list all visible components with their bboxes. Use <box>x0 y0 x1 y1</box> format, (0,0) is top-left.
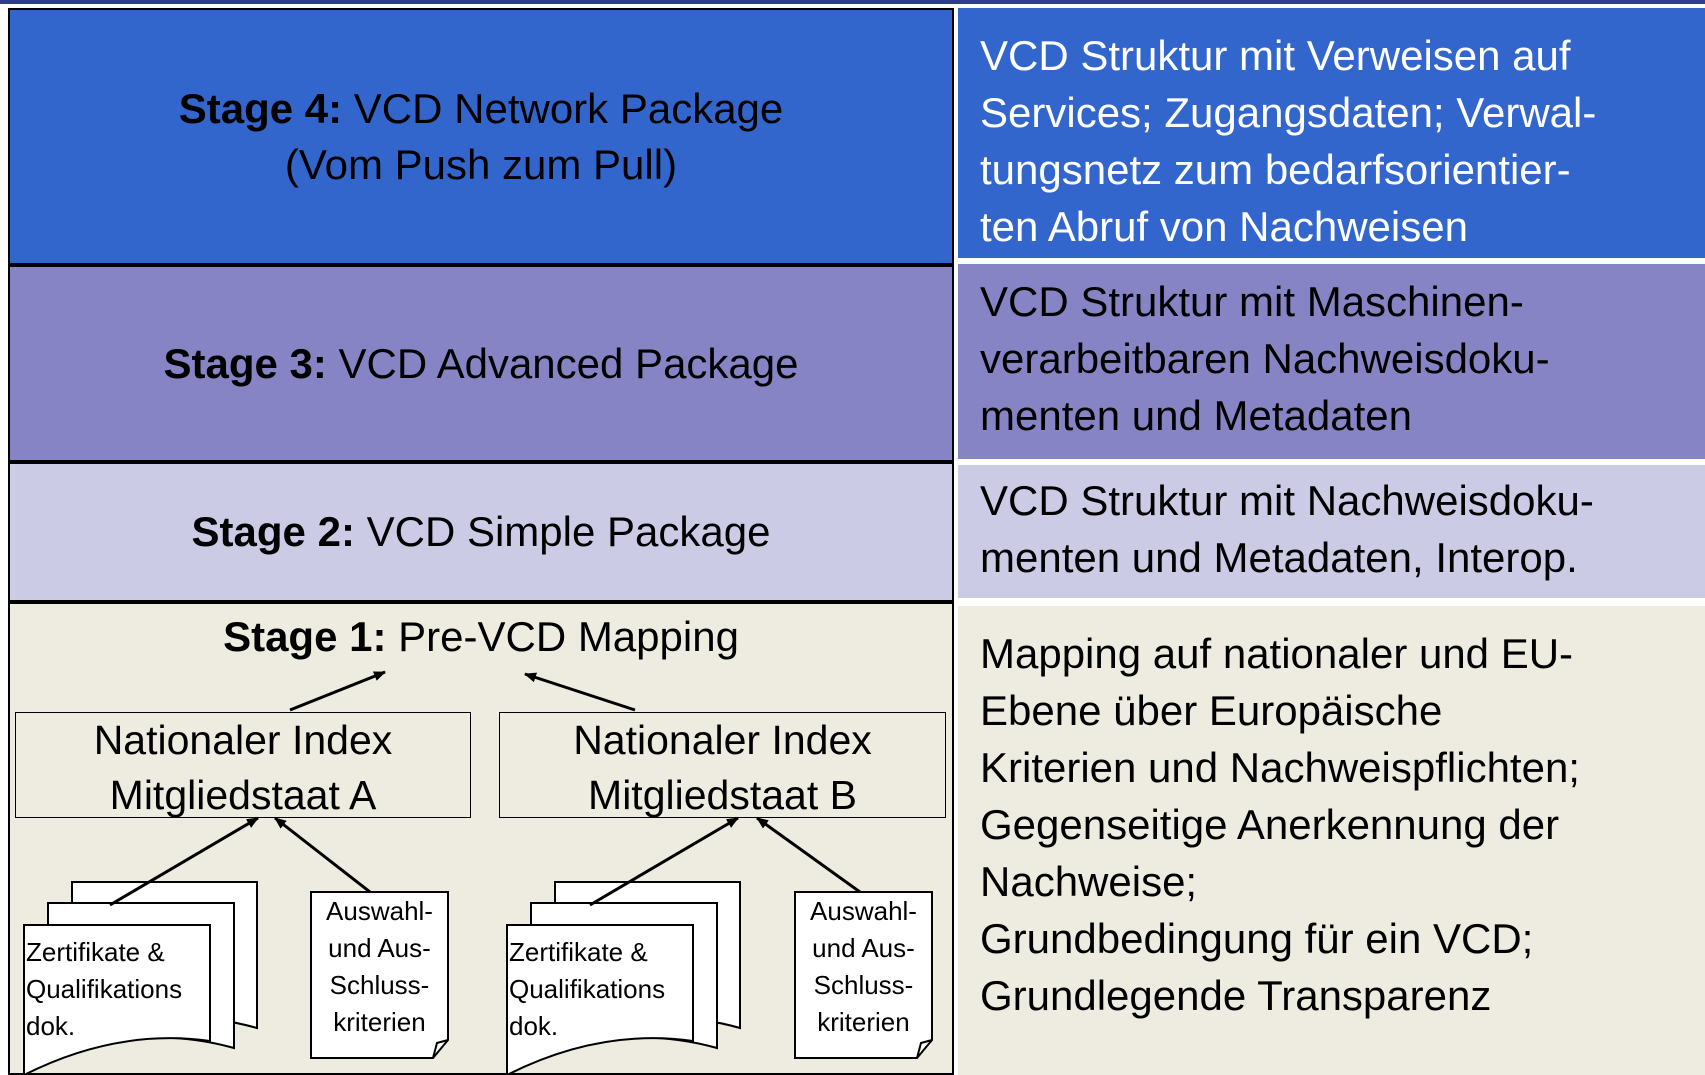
stage3-description: VCD Struktur mit Maschinen- verarbeitbar… <box>958 264 1705 459</box>
desc4-line: ten Abruf von Nachweisen <box>980 203 1468 250</box>
national-index-b: Nationaler Index Mitgliedstaat B <box>499 712 946 818</box>
stage4-name: VCD Network Package <box>353 84 784 132</box>
certs-text-b: Zertifikate & Qualifikations dok. <box>509 934 665 1045</box>
certs-b-line: dok. <box>509 1011 559 1041</box>
document-stack-b <box>506 881 741 1075</box>
desc2-line: VCD Struktur mit Nachweisdoku- <box>980 477 1594 524</box>
criteria-b-line: Schluss- <box>813 970 914 1000</box>
stage3-name: VCD Advanced Package <box>338 339 799 387</box>
criteria-b-line: Auswahl- <box>810 896 917 926</box>
criteria-a-line: Schluss- <box>329 970 430 1000</box>
stage2-box: Stage 2: VCD Simple Package <box>8 462 954 602</box>
desc1-line: Grundlegende Transparenz <box>980 972 1492 1019</box>
stage1-description: Mapping auf nationaler und EU- Ebene übe… <box>958 606 1705 1075</box>
stage4-subtitle: (Vom Push zum Pull) <box>284 140 678 188</box>
stage3-box: Stage 3: VCD Advanced Package <box>8 265 954 462</box>
desc3-line: menten und Metadaten <box>980 392 1412 439</box>
certs-b-line: Qualifikations <box>509 974 666 1004</box>
arrow-index-b-to-stage1 <box>524 672 636 712</box>
desc3-line: VCD Struktur mit Maschinen- <box>980 278 1524 325</box>
stage3-label: Stage 3: <box>163 339 327 387</box>
stage2-title: Stage 2: VCD Simple Package <box>192 504 771 560</box>
arrow-criteria-a-to-index-a <box>274 816 371 894</box>
stage4-label: Stage 4: <box>178 84 343 132</box>
certs-a-line: dok. <box>26 1011 76 1041</box>
desc1-line: Grundbedingung für ein VCD; <box>980 915 1534 962</box>
stage4-title: Stage 4: VCD Network Package (Vom Push z… <box>179 81 784 193</box>
arrow-index-a-to-stage1 <box>289 670 386 712</box>
desc3-line: verarbeitbaren Nachweisdoku- <box>980 335 1550 382</box>
stage2-description: VCD Struktur mit Nachweisdoku- menten un… <box>958 465 1705 598</box>
criteria-text-b: Auswahl- und Aus- Schluss- kriterien <box>795 893 932 1041</box>
certs-text-a: Zertifikate & Qualifikations dok. <box>26 934 182 1045</box>
desc4-line: tungsnetz zum bedarfsorientier- <box>980 146 1571 193</box>
criteria-text-a: Auswahl- und Aus- Schluss- kriterien <box>311 893 448 1041</box>
criteria-a-line: Auswahl- <box>326 896 433 926</box>
criteria-sheet-b <box>794 891 933 1059</box>
desc1-line: Nachweise; <box>980 858 1198 905</box>
desc1-line: Ebene über Europäische <box>980 687 1443 734</box>
desc4-line: VCD Struktur mit Verweisen auf <box>980 32 1571 79</box>
criteria-b-line: kriterien <box>817 1007 910 1037</box>
stage2-name: VCD Simple Package <box>366 508 771 555</box>
national-index-a-line2: Mitgliedstaat A <box>109 772 377 818</box>
stage4-description: VCD Struktur mit Verweisen auf Services;… <box>958 8 1705 258</box>
desc4-line: Services; Zugangsdaten; Verwal- <box>980 89 1597 136</box>
national-index-a: Nationaler Index Mitgliedstaat A <box>15 712 471 818</box>
stage1-name: Pre-VCD Mapping <box>398 613 739 660</box>
arrow-certs-b-to-index-b <box>589 816 739 907</box>
arrow-certs-a-to-index-a <box>109 816 259 907</box>
certs-a-line: Qualifikations <box>26 974 183 1004</box>
stage4-box: Stage 4: VCD Network Package (Vom Push z… <box>8 8 954 265</box>
stage2-label: Stage 2: <box>191 508 355 555</box>
national-index-a-line1: Nationaler Index <box>93 717 393 763</box>
top-border-line <box>0 0 1705 4</box>
desc1-line: Gegenseitige Anerkennung der <box>980 801 1560 848</box>
certs-a-line: Zertifikate & <box>26 937 165 967</box>
national-index-b-line1: Nationaler Index <box>573 717 872 763</box>
desc2-line: menten und Metadaten, Interop. <box>980 534 1578 581</box>
criteria-b-line: und Aus- <box>812 933 915 963</box>
stage3-title: Stage 3: VCD Advanced Package <box>163 336 798 392</box>
criteria-a-line: und Aus- <box>328 933 431 963</box>
national-index-b-line2: Mitgliedstaat B <box>588 772 857 818</box>
stage1-label: Stage 1: <box>223 613 387 660</box>
criteria-a-line: kriterien <box>333 1007 426 1037</box>
desc1-line: Mapping auf nationaler und EU- <box>980 630 1574 677</box>
certs-b-line: Zertifikate & <box>509 937 648 967</box>
stage1-title: Stage 1: Pre-VCD Mapping <box>8 609 954 665</box>
document-stack-a <box>23 881 258 1075</box>
desc1-line: Kriterien und Nachweispflichten; <box>980 744 1580 791</box>
arrow-criteria-b-to-index-b <box>756 816 861 894</box>
criteria-sheet-a <box>310 891 449 1059</box>
